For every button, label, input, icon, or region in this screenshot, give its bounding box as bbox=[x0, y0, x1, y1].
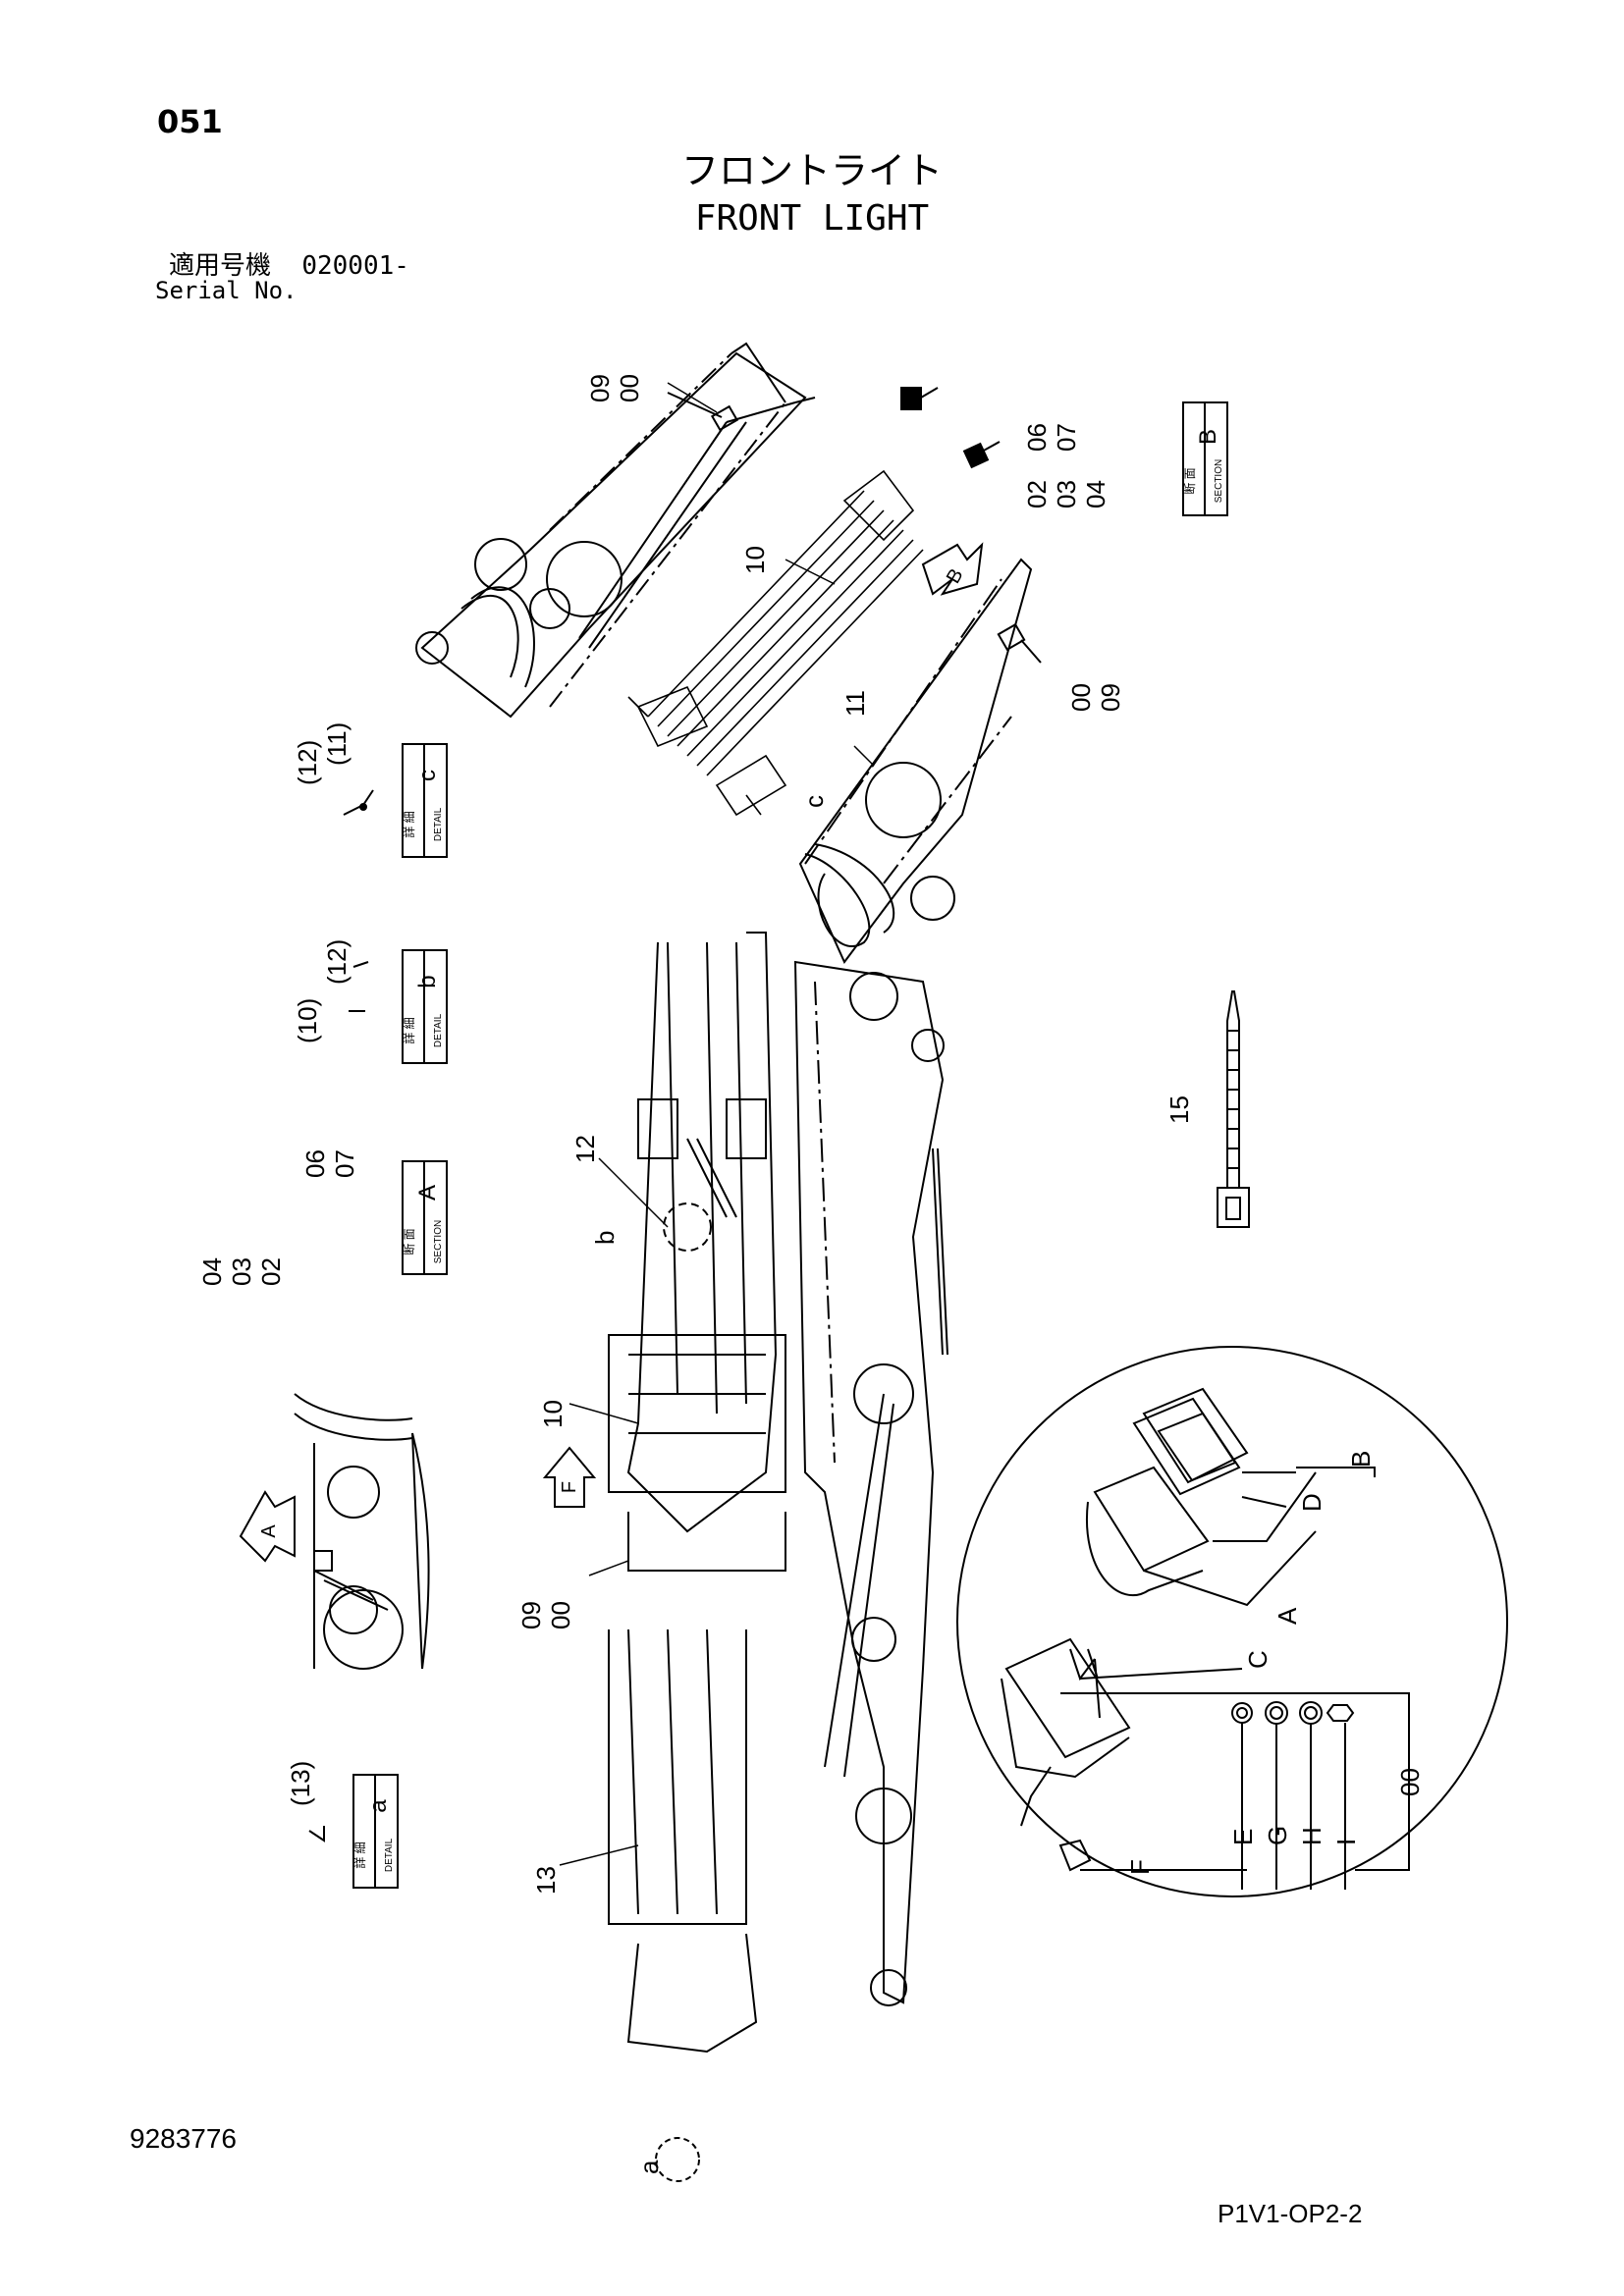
drawing-number: 9283776 bbox=[130, 2123, 238, 2154]
exploded-assembly-00: 00 bbox=[1395, 1768, 1425, 1796]
callout-top-light-0: 09 bbox=[585, 374, 615, 402]
detail-b-ja: 詳 細 bbox=[402, 1017, 416, 1043]
view-arrow-f-label: F bbox=[559, 1481, 580, 1493]
page-number: 051 bbox=[157, 103, 223, 140]
detail-box-b: b 詳 細 DETAIL bbox=[402, 949, 448, 1064]
page-title-japanese: フロントライト bbox=[680, 149, 943, 192]
sheet-code: P1V1-OP2-2 bbox=[1218, 2199, 1363, 2228]
section-a-ja: 断 面 bbox=[402, 1228, 416, 1255]
callout-section-b-02: 02 bbox=[1022, 480, 1052, 508]
exploded-letter-b: B bbox=[1346, 1451, 1376, 1468]
section-b-letter: B bbox=[1195, 429, 1221, 445]
detail-c-ja: 詳 細 bbox=[402, 811, 416, 837]
detail-box-c: c 詳 細 DETAIL bbox=[402, 743, 448, 858]
right-light-fixture bbox=[997, 622, 1042, 664]
page-title-english: FRONT LIGHT bbox=[694, 198, 930, 239]
callout-section-a-06: 06 bbox=[300, 1149, 330, 1178]
detail-a-ja: 詳 細 bbox=[352, 1842, 367, 1868]
callout-detail-b-10: (10) bbox=[293, 998, 322, 1043]
section-box-a: A 断 面 SECTION bbox=[402, 1160, 448, 1275]
callout-harness-10-bottom: 10 bbox=[538, 1400, 568, 1428]
callout-section-b-03: 03 bbox=[1052, 480, 1081, 508]
boom-head-view bbox=[415, 342, 816, 719]
boom-upper bbox=[798, 558, 1033, 1021]
view-arrow-f: F bbox=[542, 1446, 597, 1508]
location-c: c bbox=[799, 795, 829, 808]
callout-bottom-light-00: 00 bbox=[546, 1601, 575, 1629]
location-b: b bbox=[590, 1231, 620, 1245]
exploded-letters: B D A C E G H I F 00 bbox=[1125, 1451, 1425, 1875]
boom-lower bbox=[793, 960, 948, 2006]
exploded-letter-a: A bbox=[1272, 1607, 1302, 1625]
section-a-letter: A bbox=[414, 1185, 441, 1201]
callout-detail-a-13: (13) bbox=[286, 1761, 315, 1806]
callout-section-b-07: 07 bbox=[1052, 423, 1081, 452]
callout-detail-b-12: (12) bbox=[322, 939, 352, 985]
exploded-letter-f: F bbox=[1125, 1859, 1155, 1875]
detail-c-letter: c bbox=[414, 770, 441, 781]
view-a-fragment bbox=[294, 1393, 430, 1670]
exploded-letter-g: G bbox=[1263, 1826, 1292, 1845]
cable-tie-icon bbox=[1217, 990, 1250, 1228]
callout-harness-11: 11 bbox=[840, 690, 870, 717]
view-arrow-a: A bbox=[239, 1490, 296, 1563]
light-exploded-view bbox=[956, 1346, 1508, 1897]
view-arrow-b: B bbox=[921, 542, 984, 596]
section-b-parts bbox=[900, 387, 1001, 469]
serial-value: 020001- bbox=[301, 251, 409, 281]
callout-detail-c-11: (11) bbox=[322, 722, 352, 766]
callout-numbers: 09 00 06 07 02 03 04 00 09 10 11 12 10 1… bbox=[197, 374, 1194, 2174]
callout-top-light-1: 00 bbox=[615, 374, 644, 402]
callout-detail-c-12: (12) bbox=[293, 740, 322, 785]
callout-section-a-04: 04 bbox=[197, 1257, 227, 1286]
detail-markers bbox=[308, 789, 700, 2182]
harness-bundle-top bbox=[627, 469, 924, 817]
callout-tie-15: 15 bbox=[1164, 1095, 1194, 1124]
detail-box-a: a 詳 細 DETAIL bbox=[352, 1774, 399, 1889]
section-b-en: SECTION bbox=[1214, 459, 1224, 503]
exploded-letter-c: C bbox=[1243, 1650, 1272, 1669]
detail-a-en: DETAIL bbox=[384, 1838, 395, 1872]
callout-harness-13: 13 bbox=[531, 1866, 561, 1895]
callout-section-b-06: 06 bbox=[1022, 423, 1052, 452]
leader-lines bbox=[559, 382, 1228, 1866]
detail-a-letter: a bbox=[365, 1799, 392, 1813]
exploded-letter-h: H bbox=[1297, 1827, 1326, 1845]
exploded-letter-i: I bbox=[1331, 1839, 1361, 1845]
callout-section-a-02: 02 bbox=[256, 1257, 286, 1286]
callout-section-a-03: 03 bbox=[227, 1257, 256, 1286]
top-light-fixture bbox=[667, 392, 739, 432]
serial-label-english: Serial No. bbox=[155, 277, 298, 304]
section-box-b: B 断 面 SECTION bbox=[1182, 401, 1228, 516]
callout-harness-12: 12 bbox=[570, 1135, 600, 1163]
view-arrow-a-label: A bbox=[258, 1524, 280, 1538]
serial-label-ja: 適用号機 bbox=[169, 251, 272, 281]
section-b-ja: 断 面 bbox=[1182, 467, 1197, 494]
arm-assembly bbox=[608, 932, 786, 2054]
callout-right-light-09: 09 bbox=[1096, 683, 1125, 712]
callout-bottom-light-09: 09 bbox=[516, 1601, 546, 1629]
callout-section-a-07: 07 bbox=[330, 1149, 359, 1178]
section-a-en: SECTION bbox=[433, 1220, 444, 1263]
callout-right-light-00: 00 bbox=[1066, 683, 1096, 712]
exploded-letter-e: E bbox=[1228, 1829, 1258, 1845]
serial-line-japanese: 適用号機 020001- bbox=[169, 253, 409, 279]
callout-harness-10-top: 10 bbox=[740, 546, 770, 574]
exploded-letter-d: D bbox=[1297, 1493, 1326, 1512]
callout-section-b-04: 04 bbox=[1081, 480, 1110, 508]
detail-b-letter: b bbox=[414, 975, 441, 988]
detail-c-en: DETAIL bbox=[433, 807, 444, 841]
detail-b-en: DETAIL bbox=[433, 1013, 444, 1047]
